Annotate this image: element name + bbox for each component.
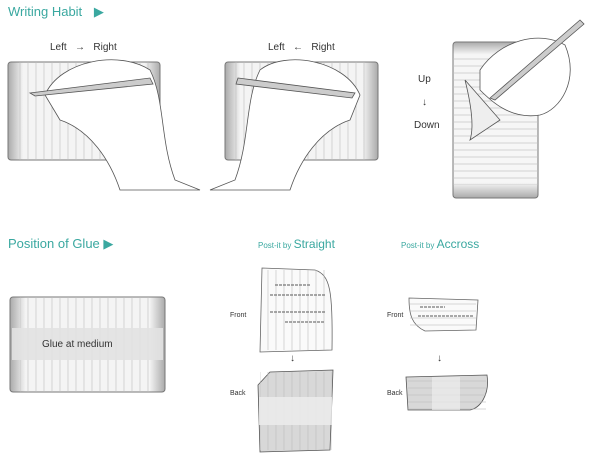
- writing-habit-title: Writing Habit ▶: [8, 4, 104, 20]
- from-label: Left: [268, 42, 285, 53]
- prefix: Post-it by: [401, 241, 435, 250]
- to-label: Right: [311, 42, 335, 53]
- title-text: Straight: [293, 237, 335, 251]
- postit-accross-back: [405, 374, 488, 411]
- arrow-down-icon: ↓: [437, 353, 442, 364]
- hand-up-down: [464, 19, 585, 141]
- back-label: Back: [387, 390, 403, 397]
- front-label: Front: [387, 312, 404, 319]
- hand-left-right: [28, 59, 201, 191]
- play-icon[interactable]: ▶: [103, 236, 114, 251]
- straight-title: Post-it by Straight: [258, 237, 335, 251]
- from-label: Left: [50, 42, 67, 53]
- title-text: Writing Habit: [8, 4, 83, 19]
- accross-title: Post-it by Accross: [401, 237, 479, 251]
- direction-left-right: Left → Right: [50, 42, 117, 53]
- play-icon[interactable]: ▶: [93, 4, 104, 19]
- direction-right-left: Left ← Right: [268, 42, 335, 53]
- prefix: Post-it by: [258, 241, 292, 250]
- title-text: Accross: [436, 237, 480, 251]
- arrow-left-icon: ←: [293, 42, 304, 53]
- to-label: Right: [93, 42, 117, 53]
- down-label: Down: [414, 120, 440, 131]
- back-label: Back: [230, 390, 246, 397]
- hand-right-left: [209, 59, 361, 191]
- arrow-down-icon: ↓: [290, 353, 295, 364]
- postit-straight-front: [259, 267, 333, 353]
- title-text: Position of Glue: [8, 236, 100, 251]
- glue-label: Glue at medium: [42, 339, 113, 350]
- postit-straight-back: [257, 369, 334, 453]
- postit-accross-front: [408, 297, 479, 332]
- arrow-right-icon: →: [75, 42, 86, 53]
- notebook-glue: [9, 296, 166, 393]
- glue-title: Position of Glue ▶: [8, 236, 113, 252]
- arrow-down-icon: ↓: [422, 97, 427, 108]
- up-label: Up: [418, 74, 431, 85]
- front-label: Front: [230, 312, 247, 319]
